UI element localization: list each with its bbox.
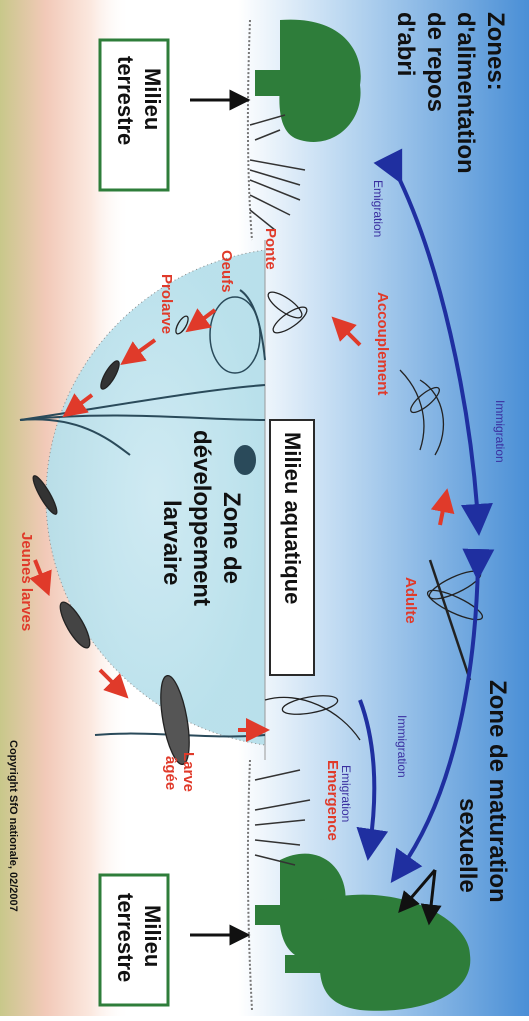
emergence-label: Emergence — [324, 760, 341, 841]
larve-agee-label-line-2: âgée — [162, 756, 179, 790]
zones-title: Zones: — [482, 12, 509, 91]
oeufs-label: Oeufs — [218, 250, 235, 293]
milieu-terrestre-top-line-1: Milieu — [140, 68, 165, 130]
milieu-aquatique-label: Milieu aquatique — [280, 432, 305, 604]
larve-agee-label-line-1: Larve — [180, 752, 197, 792]
ponte-label: Ponte — [262, 228, 279, 270]
accouplement-label: Accouplement — [374, 292, 391, 395]
zone-dev-line-3: larvaire — [158, 500, 185, 585]
zone-dev-line-1: Zone de — [218, 492, 245, 584]
zone-maturation-line-2: sexuelle — [454, 798, 481, 893]
zone-maturation-line-1: Zone de maturation — [484, 680, 511, 903]
emigration-label-top: Emigration — [371, 180, 385, 237]
adulte-label: Adulte — [402, 577, 419, 624]
zones-line-4: d'abri — [392, 12, 419, 76]
jeunes-larves-label: Jeunes larves — [18, 532, 35, 631]
milieu-terrestre-top-line-2: terrestre — [113, 56, 138, 145]
immigration-label-top: Immigration — [493, 400, 507, 463]
prolarve-label: Prolarve — [158, 274, 175, 334]
copyright: Copyright SfO nationale, 02/2007 — [7, 740, 19, 912]
immigration-label-bottom: Immigration — [395, 715, 409, 778]
zones-line-2: d'alimentation — [452, 12, 479, 174]
milieu-terrestre-bottom-line-1: Milieu — [140, 905, 165, 967]
zone-dev-line-2: développement — [188, 430, 215, 606]
zones-line-3: de repos — [422, 12, 449, 112]
milieu-terrestre-bottom-line-2: terrestre — [113, 893, 138, 982]
